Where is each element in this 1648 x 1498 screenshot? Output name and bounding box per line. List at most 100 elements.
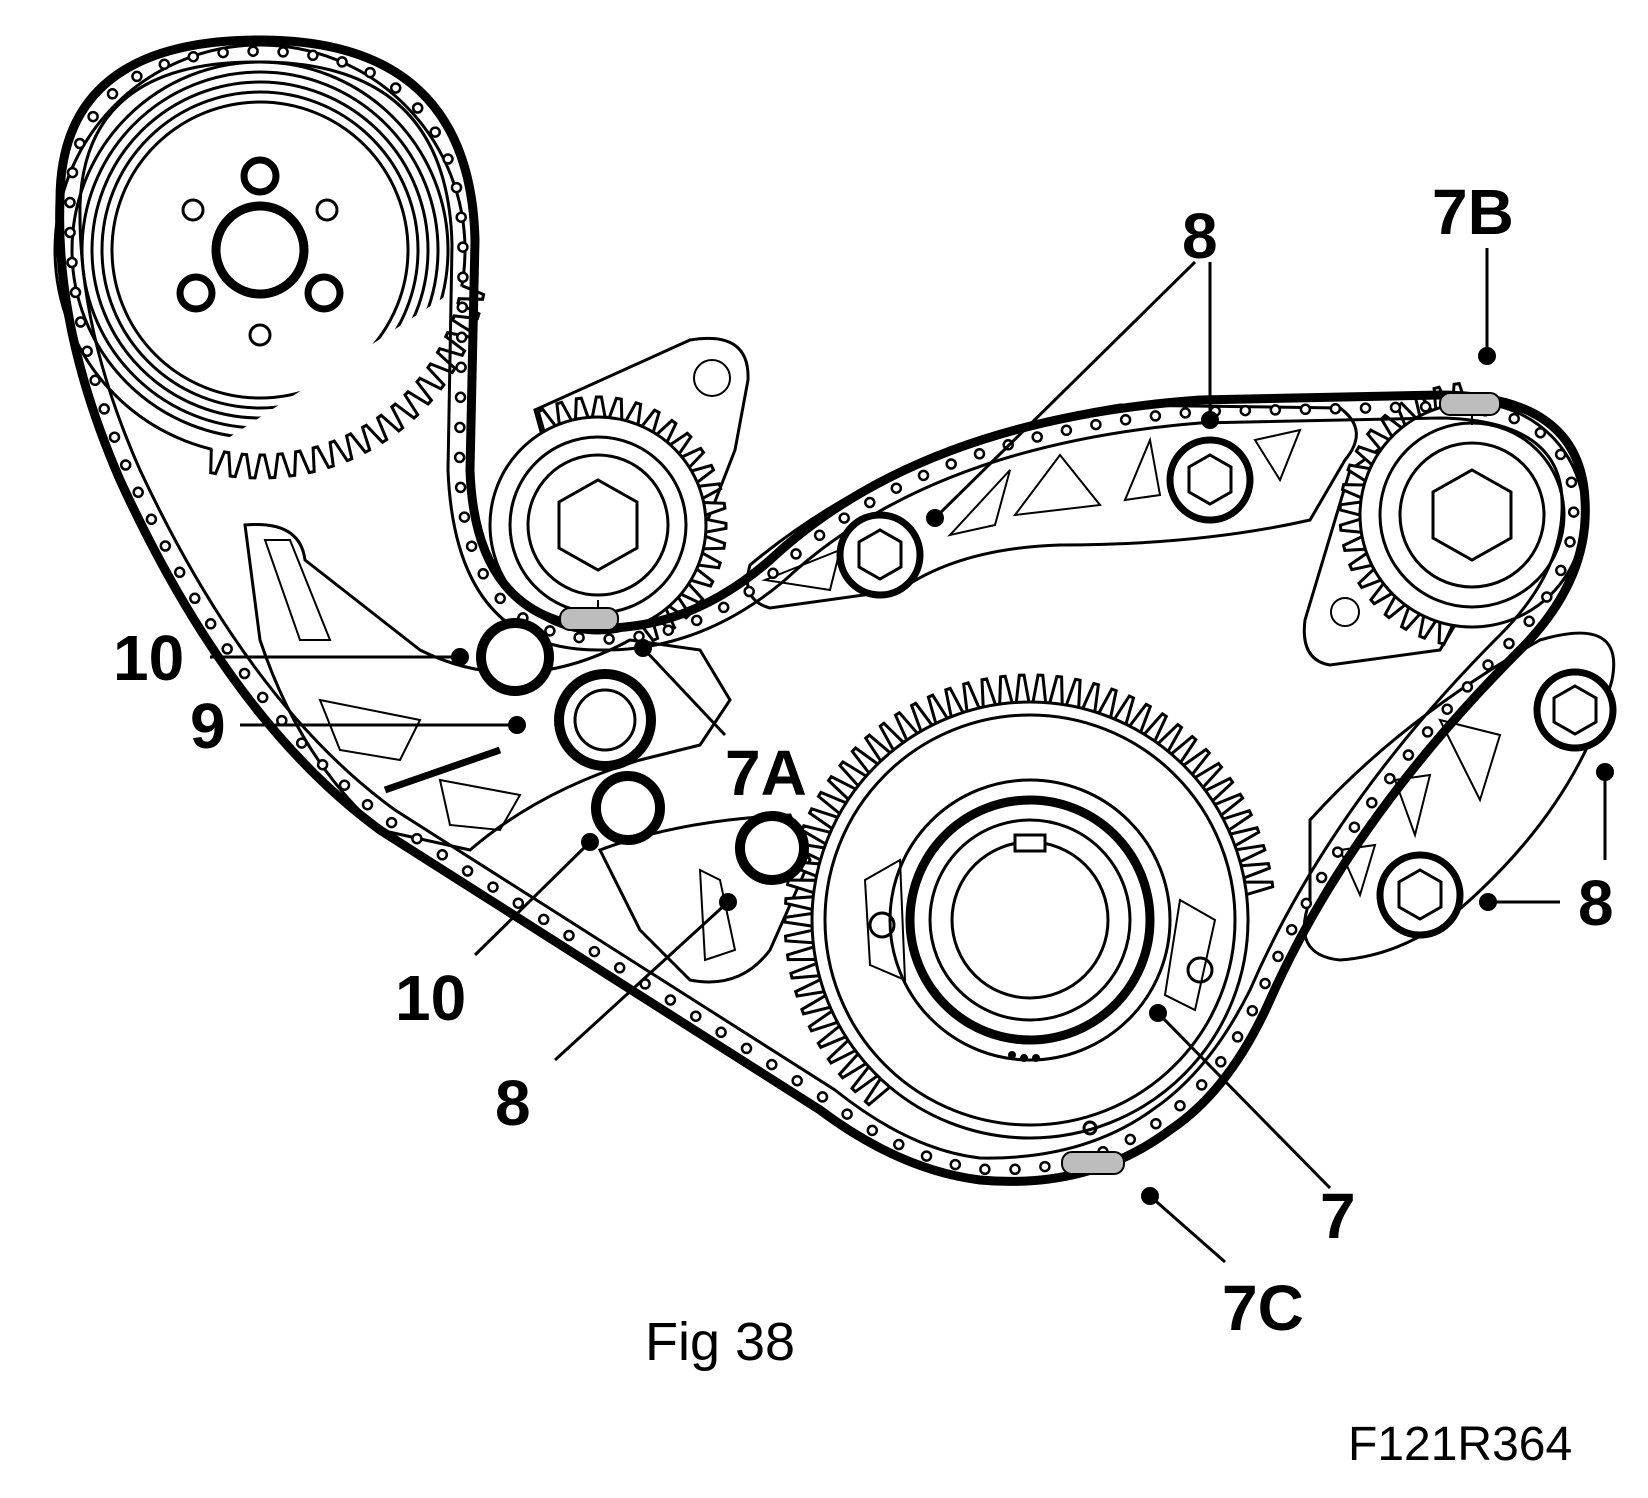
chain-link-pin	[1149, 410, 1162, 422]
chain-link-pin	[1215, 1056, 1227, 1068]
label-7: 7	[1320, 1180, 1356, 1252]
chain-link-pin	[64, 226, 76, 239]
chain-link-pin	[563, 929, 575, 942]
chain-link-pin	[1329, 402, 1342, 415]
chain-link-pin	[1090, 418, 1102, 431]
chain-link-pin	[238, 667, 251, 680]
chain-link-pin	[1009, 1163, 1021, 1176]
chain-link-pin	[1124, 1133, 1137, 1146]
chain-link-pin	[717, 601, 730, 614]
label-8-right: 8	[1578, 867, 1614, 939]
chain-link-pin	[487, 881, 499, 893]
chain-link-pin	[457, 271, 469, 283]
chain-link-pin	[1174, 1099, 1186, 1112]
chain-link-pin	[364, 66, 376, 79]
chain-link-pin	[866, 1124, 879, 1137]
chain-link-pin	[465, 540, 478, 552]
lower-sprocket-7	[783, 673, 1275, 1140]
chain-link-pin	[361, 798, 374, 811]
chain-link-pin	[221, 643, 233, 655]
chain-link-pin	[537, 913, 550, 926]
chain-link-pin	[450, 181, 463, 194]
chain-link-pin	[767, 567, 779, 580]
label-10-upper: 10	[113, 622, 184, 694]
chain-link-pin	[1031, 431, 1043, 443]
chain-link-pin	[1331, 846, 1344, 858]
chain-link-pin	[477, 568, 489, 580]
chain-link-pin	[945, 458, 957, 470]
chain-link-pin	[1565, 476, 1578, 488]
chain-link-pin	[1348, 821, 1361, 833]
left-idler-sprocket	[488, 395, 728, 643]
chain-link-pin	[187, 50, 200, 63]
chain-link-pin	[1231, 1031, 1244, 1043]
chain-link-pin	[1269, 404, 1282, 416]
label-8-bottom: 8	[495, 1067, 531, 1139]
chain-link-pin	[1421, 726, 1434, 738]
chain-link-pin	[1285, 923, 1298, 936]
chain-link-pin	[979, 1163, 991, 1176]
label-7A: 7A	[725, 737, 807, 809]
chain-link-pin	[613, 962, 626, 974]
hex-bolt-icon	[557, 478, 639, 572]
chain-link-pin	[790, 548, 802, 560]
chain-link-pin	[1315, 871, 1328, 884]
chain-link-pin	[385, 816, 398, 829]
chain-link-pin	[1508, 412, 1520, 425]
chain-link-pin	[813, 529, 826, 542]
chain-link-pin	[217, 46, 229, 59]
leader-lines	[210, 248, 1614, 1264]
chain-link-pin	[973, 448, 986, 460]
chain-link-pin	[131, 70, 143, 83]
chain-link-pin	[106, 88, 119, 100]
label-8-top: 8	[1182, 200, 1218, 272]
chain-link-pin	[453, 451, 466, 464]
chain-link-pin	[1384, 772, 1396, 785]
chain-link-pin	[1554, 448, 1567, 461]
chain-link-pin	[1482, 659, 1494, 671]
chain-link-pin	[336, 56, 348, 68]
hex-bolt-icon	[1166, 436, 1254, 524]
chain-link-pin	[1195, 1079, 1208, 1091]
chain-link-pin	[838, 512, 850, 524]
chain-link-pin	[81, 345, 93, 358]
chain-link-pin	[189, 592, 201, 605]
roller-9	[554, 669, 656, 771]
chain-link-pin	[247, 45, 259, 57]
chain-link-pin	[455, 211, 467, 223]
chain-link-pin	[791, 1074, 803, 1087]
chain-link-pin	[841, 1108, 853, 1120]
chain-link-pin	[1503, 637, 1515, 650]
chain-link-pin	[494, 592, 506, 605]
chain-link-pin	[1567, 506, 1580, 518]
chain-link-pin	[69, 286, 82, 299]
hex-bolt-icon	[836, 511, 924, 599]
chain-link-pin	[917, 469, 930, 482]
chain-link-pin	[98, 403, 110, 415]
chain-link-pin	[307, 49, 319, 62]
chain-link-pin	[1541, 591, 1553, 603]
chain-link-pin	[454, 421, 466, 434]
chain-link-pin	[132, 486, 144, 499]
chain-link-pin	[454, 391, 467, 404]
chain-link-pin	[1359, 402, 1372, 414]
figure-caption: Fig 38	[645, 1312, 795, 1372]
chain-link-pin	[1272, 950, 1284, 963]
chain-link-pin	[87, 110, 99, 123]
chain-link-pin	[457, 241, 469, 253]
roller-7A	[735, 811, 809, 885]
chain-link-pin	[1402, 749, 1415, 761]
chain-link-pin	[74, 316, 87, 328]
chain-link-pin	[893, 1138, 905, 1151]
timing-chain	[55, 35, 1590, 1186]
chain-link-pin	[145, 513, 158, 526]
chain-link-pin	[664, 994, 677, 1006]
chain-link-pin	[389, 82, 402, 94]
timing-link-marker	[1061, 1151, 1125, 1175]
chain-link-pin	[662, 624, 675, 636]
chain-link-pin	[864, 496, 876, 509]
chain-link-pin	[1119, 414, 1132, 426]
chain-link-pin	[458, 511, 471, 523]
chain-link-pin	[1239, 404, 1252, 417]
